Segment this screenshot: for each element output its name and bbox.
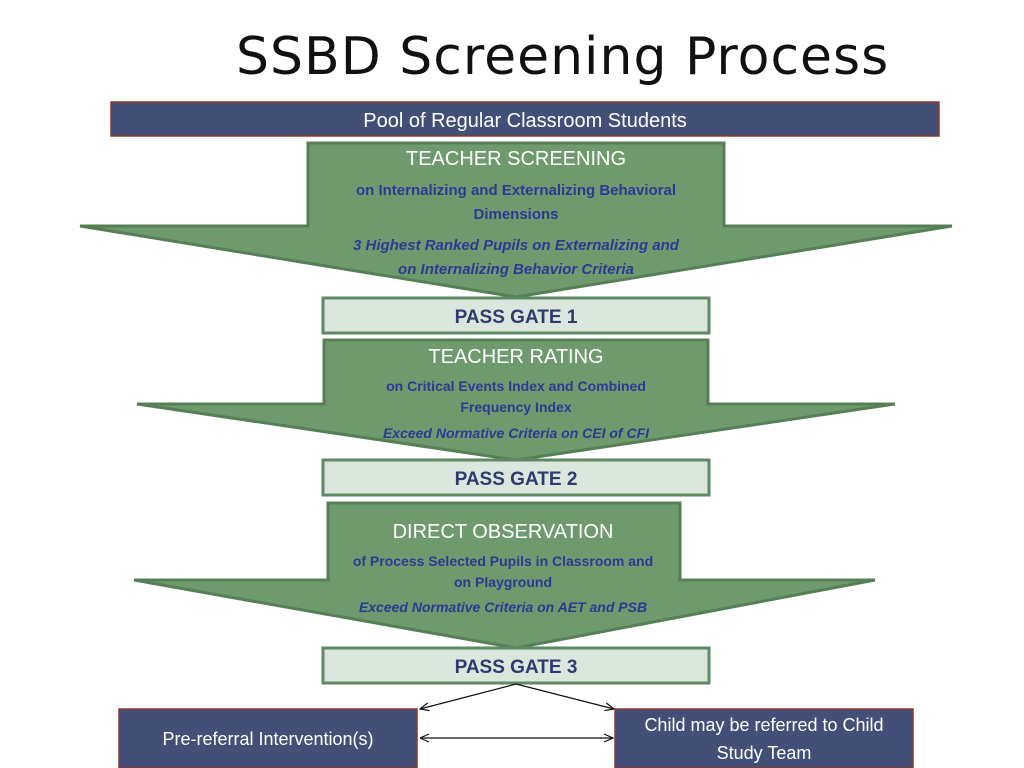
stage-3-criteria-line-1: Exceed Normative Criteria on AET and PSB [359,599,647,615]
stage-teacher-screening: TEACHER SCREENING on Internalizing and E… [79,141,953,299]
pass-gate-3: PASS GATE 3 [321,646,711,685]
outcome-right-line-1: Child may be referred to Child [644,715,883,735]
stage-1-criteria-line-2: on Internalizing Behavior Criteria [398,261,634,278]
outcome-pre-referral: Pre-referral Intervention(s) [118,708,418,768]
stage-3-detail-line-2: on Playground [454,574,552,590]
stage-1-detail-line-2: Dimensions [473,206,558,223]
connector-to-right [515,683,614,709]
stage-2-detail-line-2: Frequency Index [460,399,571,415]
page-title: SSBD Screening Process [236,27,890,87]
stage-2-arrow [136,338,896,462]
stage-2-heading: TEACHER RATING [428,346,603,368]
pass-gate-2-label: PASS GATE 2 [455,469,578,490]
pool-bar: Pool of Regular Classroom Students [110,101,940,137]
stage-2-detail-line-1: on Critical Events Index and Combined [386,378,646,394]
stage-1-criteria-line-1: 3 Highest Ranked Pupils on Externalizing… [353,237,680,254]
stage-1-detail-line-1: on Internalizing and Externalizing Behav… [356,182,676,199]
stage-1-arrow [79,141,953,299]
pool-label: Pool of Regular Classroom Students [363,110,687,132]
outcome-right-line-2: Study Team [717,743,812,763]
pass-gate-2: PASS GATE 2 [321,458,711,497]
stage-teacher-rating: TEACHER RATING on Critical Events Index … [136,338,896,462]
stage-2-criteria-line-1: Exceed Normative Criteria on CEI of CFI [383,425,650,441]
stage-3-detail-line-1: of Process Selected Pupils in Classroom … [353,553,653,569]
stage-3-heading: DIRECT OBSERVATION [393,521,614,543]
pass-gate-1-label: PASS GATE 1 [455,307,578,328]
outcome-child-study-team: Child may be referred to Child Study Tea… [614,708,914,768]
outcome-left-label: Pre-referral Intervention(s) [162,729,373,749]
pass-gate-1: PASS GATE 1 [321,296,711,335]
stage-1-heading: TEACHER SCREENING [406,148,626,170]
stage-3-arrow [133,501,876,650]
pass-gate-3-label: PASS GATE 3 [455,657,578,678]
stage-direct-observation: DIRECT OBSERVATION of Process Selected P… [133,501,876,650]
connector-to-left [420,683,517,709]
outcome-connectors [420,683,614,738]
